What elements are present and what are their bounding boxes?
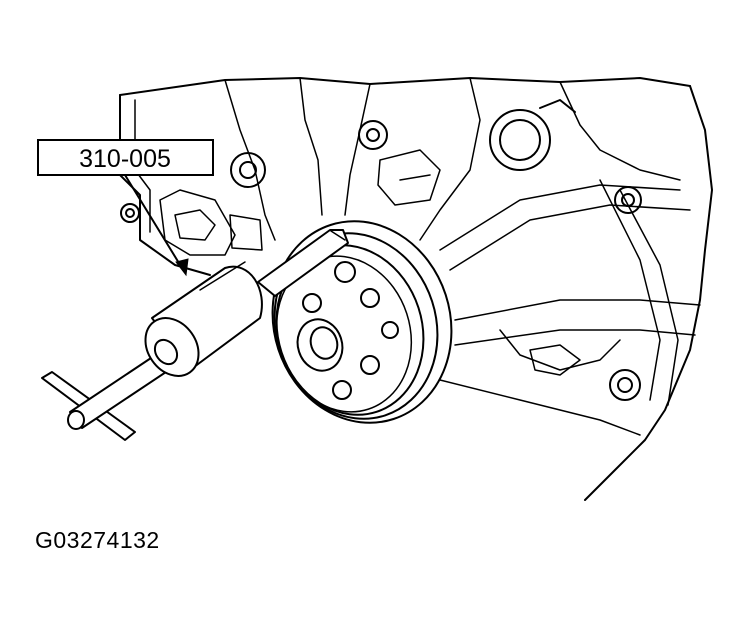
bolt-bosses [120, 99, 642, 401]
callout-label-box: 310-005 [37, 139, 214, 176]
figure-id: G03274132 [35, 527, 160, 553]
leader-arrow [124, 174, 189, 277]
slide-hammer-tool [41, 229, 349, 441]
crankshaft-pulley [271, 220, 453, 424]
callout-label: 310-005 [79, 145, 171, 173]
engine-front-cover [119, 77, 713, 501]
